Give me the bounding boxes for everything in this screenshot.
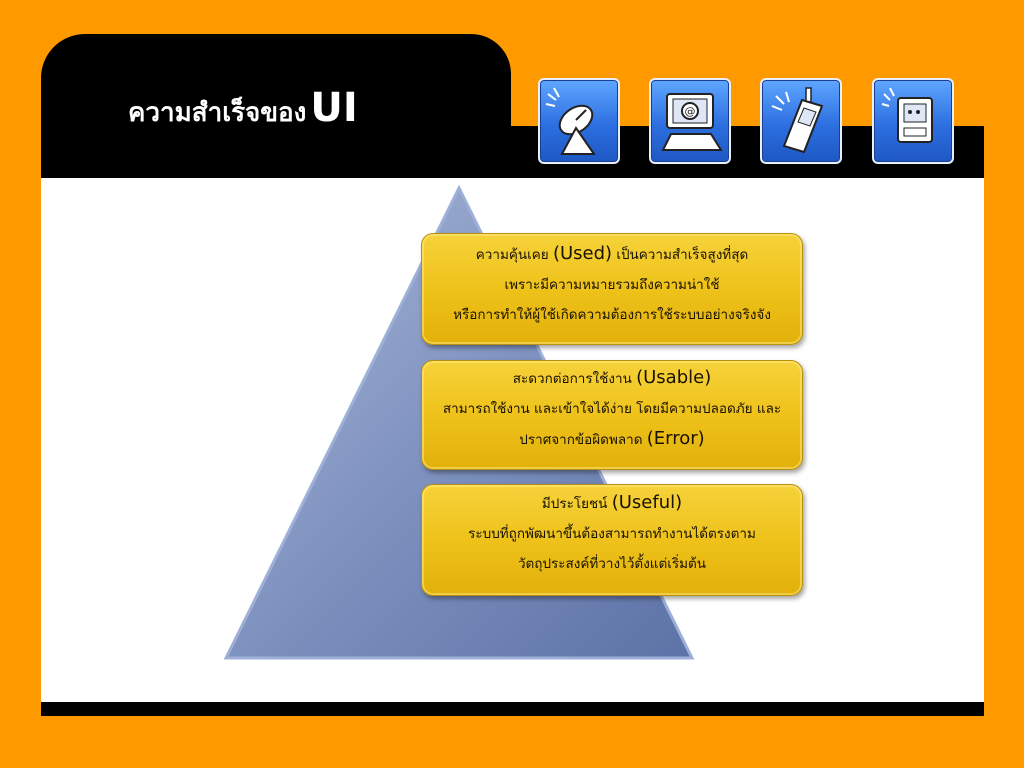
level-line: มีประโยชน์ (Useful) (541, 492, 683, 513)
level-line: เพราะมีความหมายรวมถึงความน่าใช้ (504, 277, 720, 293)
level-line: ระบบที่ถูกพัฒนาขึ้นต้องสามารถทำงานได้ตรง… (468, 526, 756, 542)
svg-text:@: @ (685, 105, 696, 118)
title-text: ความสำเร็จของ (128, 98, 307, 128)
computer-email-icon: @ (649, 78, 731, 164)
level-line: สามารถใช้งาน และเข้าใจได้ง่าย โดยมีความป… (442, 401, 782, 417)
level-line: ความคุ้นเคย (Used) เป็นความสำเร็จสูงที่ส… (475, 243, 749, 264)
level-line: สะดวกต่อการใช้งาน (Usable) (512, 367, 712, 388)
level-line: วัตถุประสงค์ที่วางไว้ตั้งแต่เริ่มต้น (517, 556, 707, 572)
level-box-usable: สะดวกต่อการใช้งาน (Usable) สามารถใช้งาน … (421, 360, 803, 470)
level-line: ปราศจากข้อผิดพลาด (Error) (519, 428, 705, 449)
satellite-dish-icon (538, 78, 620, 164)
level-line: หรือการทำให้ผู้ใช้เกิดความต้องการใช้ระบบ… (453, 307, 771, 323)
level-box-used: ความคุ้นเคย (Used) เป็นความสำเร็จสูงที่ส… (421, 233, 803, 345)
level-box-useful: มีประโยชน์ (Useful) ระบบที่ถูกพัฒนาขึ้นต… (421, 484, 803, 596)
title-suffix: UI (310, 85, 358, 131)
footer-bar (41, 702, 984, 716)
mobile-phone-icon (760, 78, 842, 164)
handheld-device-icon (872, 78, 954, 164)
